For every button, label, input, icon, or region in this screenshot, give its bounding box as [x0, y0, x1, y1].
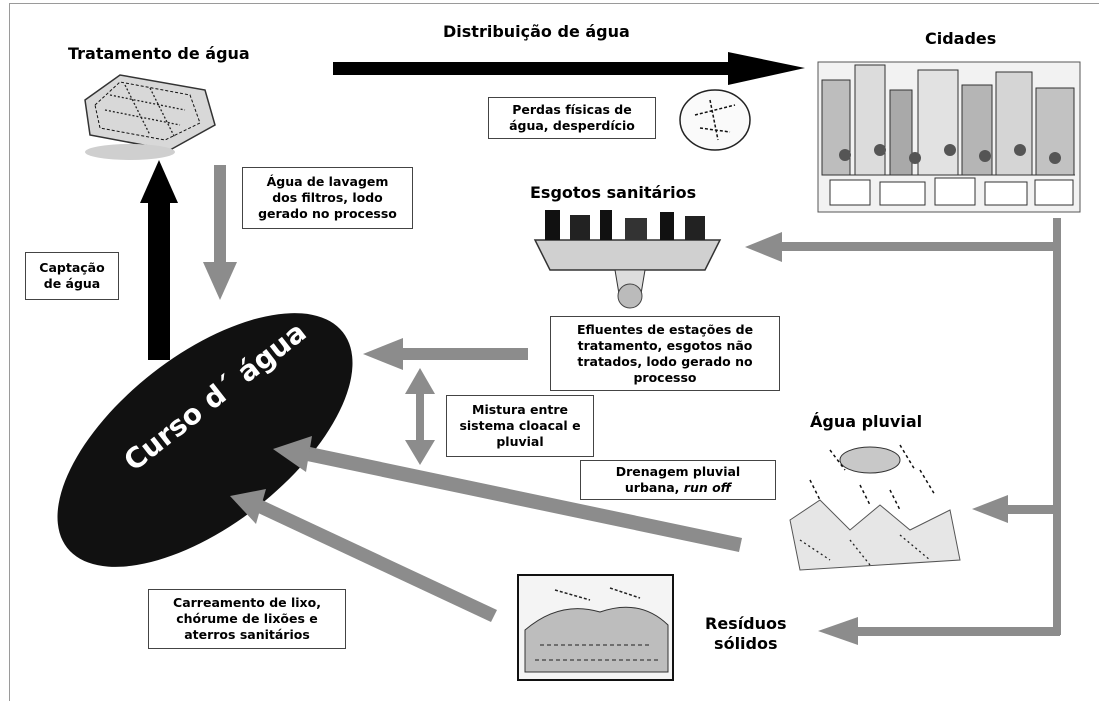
drenagem-line-2-prefix: urbana,	[624, 480, 684, 495]
pluvial-title: Água pluvial	[810, 412, 923, 431]
landfill-illustration	[517, 574, 674, 681]
to-esgotos-arrow	[745, 232, 1057, 262]
lavagem-line-1: Água de lavagem	[266, 174, 389, 189]
mistura-box: Mistura entre sistema cloacal e pluvial	[446, 395, 594, 457]
perdas-box: Perdas físicas de água, desperdício	[488, 97, 656, 139]
efluentes-box: Efluentes de estações de tratamento, esg…	[550, 316, 780, 391]
efluentes-arrow	[363, 338, 528, 370]
residuos-line-2: sólidos	[714, 634, 778, 653]
to-residuos-arrow	[818, 617, 1060, 645]
distribution-arrow	[333, 52, 805, 85]
carreamento-line-3: aterros sanitários	[184, 627, 310, 642]
cidades-outflow-line	[1053, 218, 1061, 635]
carreamento-line-1: Carreamento de lixo,	[173, 595, 321, 610]
perdas-line-2: água, desperdício	[509, 118, 635, 133]
water-loss-illustration	[679, 89, 751, 151]
mistura-line-3: pluvial	[496, 434, 544, 449]
water-course-ellipse	[57, 313, 353, 567]
efluentes-line-1: Efluentes de estações de	[576, 321, 754, 337]
captacao-box: Captação de água	[25, 252, 119, 300]
residuos-line-1: Resíduos	[705, 614, 787, 633]
efluentes-line-4: processo	[633, 369, 697, 385]
drenagem-arrow	[273, 436, 742, 552]
efluentes-line-2: tratamento, esgotos não	[577, 337, 753, 353]
city-illustration	[817, 61, 1081, 213]
cidades-title: Cidades	[925, 29, 997, 48]
captacao-line-2: de água	[43, 276, 101, 291]
lavagem-line-2: dos filtros, lodo	[272, 190, 383, 205]
carreamento-box: Carreamento de lixo, chórume de lixões e…	[148, 589, 346, 649]
lavagem-arrow	[203, 165, 237, 300]
efluentes-line-3: tratados, lodo gerado no	[577, 353, 753, 369]
mistura-line-1: Mistura entre	[472, 402, 568, 417]
perdas-line-1: Perdas físicas de	[512, 102, 632, 117]
mistura-line-2: sistema cloacal e	[459, 418, 581, 433]
captacao-arrow	[140, 160, 178, 360]
figure-frame	[9, 3, 1099, 701]
captacao-line-1: Captação	[39, 260, 105, 275]
tratamento-title: Tratamento de água	[68, 44, 250, 63]
to-pluvial-arrow	[972, 495, 1057, 523]
distribuicao-title: Distribuição de água	[443, 22, 630, 41]
drenagem-line-2: urbana, run off	[616, 480, 740, 496]
lavagem-line-3: gerado no processo	[258, 206, 397, 221]
drenagem-box: Drenagem pluvial urbana, run off	[580, 460, 776, 500]
mistura-double-arrow	[405, 368, 435, 465]
sewage-illustration	[533, 210, 722, 309]
carreamento-line-2: chórume de lixões e	[176, 611, 318, 626]
drenagem-line-1: Drenagem pluvial	[615, 464, 741, 479]
residuos-title: Resíduos sólidos	[705, 614, 787, 654]
lavagem-box: Água de lavagem dos filtros, lodo gerado…	[242, 167, 413, 229]
drenagem-run-off: run off	[683, 480, 732, 495]
rain-illustration	[789, 444, 961, 571]
water-treatment-illustration	[84, 74, 216, 160]
esgotos-title: Esgotos sanitários	[530, 183, 697, 202]
carreamento-arrow	[230, 489, 497, 622]
